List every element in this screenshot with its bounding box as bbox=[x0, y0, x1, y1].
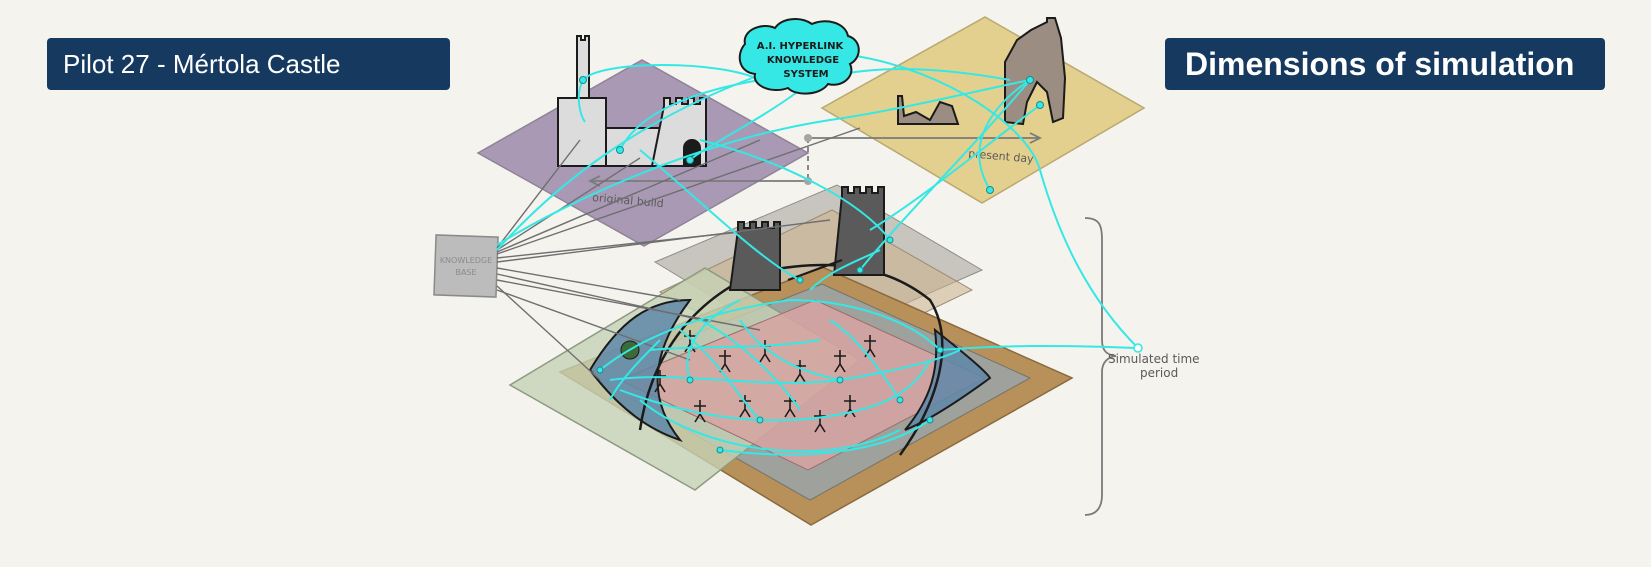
ai-cloud bbox=[738, 18, 860, 95]
dimensions-title: Dimensions of simulation bbox=[1165, 38, 1605, 90]
knowledge-links bbox=[496, 127, 861, 381]
river bbox=[588, 298, 693, 443]
pilot-title: Pilot 27 - Mértola Castle bbox=[47, 38, 450, 90]
axis-node-top bbox=[804, 134, 812, 142]
time-label-line-2: period bbox=[1140, 366, 1178, 380]
original-build-label: original build bbox=[592, 191, 665, 210]
pilot-title-text: Pilot 27 - Mértola Castle bbox=[63, 48, 341, 79]
dimensions-title-text: Dimensions of simulation bbox=[1185, 45, 1575, 82]
hyperlink-nodes bbox=[579, 76, 1143, 454]
knowledge-base-box bbox=[433, 234, 499, 298]
river-east bbox=[904, 327, 992, 431]
ai-cloud-line-3: SYSTEM bbox=[783, 69, 828, 80]
ai-cloud-line-2: KNOWLEDGE bbox=[767, 55, 839, 66]
time-bracket bbox=[1084, 217, 1117, 516]
hyperlink-network bbox=[496, 54, 1139, 456]
time-label-line-1: Simulated time bbox=[1108, 352, 1200, 366]
central-castle bbox=[728, 186, 885, 291]
present-day-label: present day bbox=[968, 147, 1035, 166]
ai-cloud-line-1: A.I. HYPERLINK bbox=[757, 41, 845, 52]
time-axes bbox=[587, 132, 1043, 187]
knowledge-base-line-2: BASE bbox=[455, 268, 476, 277]
knowledge-base-line-1: KNOWLEDGE bbox=[440, 256, 492, 265]
present-ruins bbox=[897, 17, 1067, 126]
